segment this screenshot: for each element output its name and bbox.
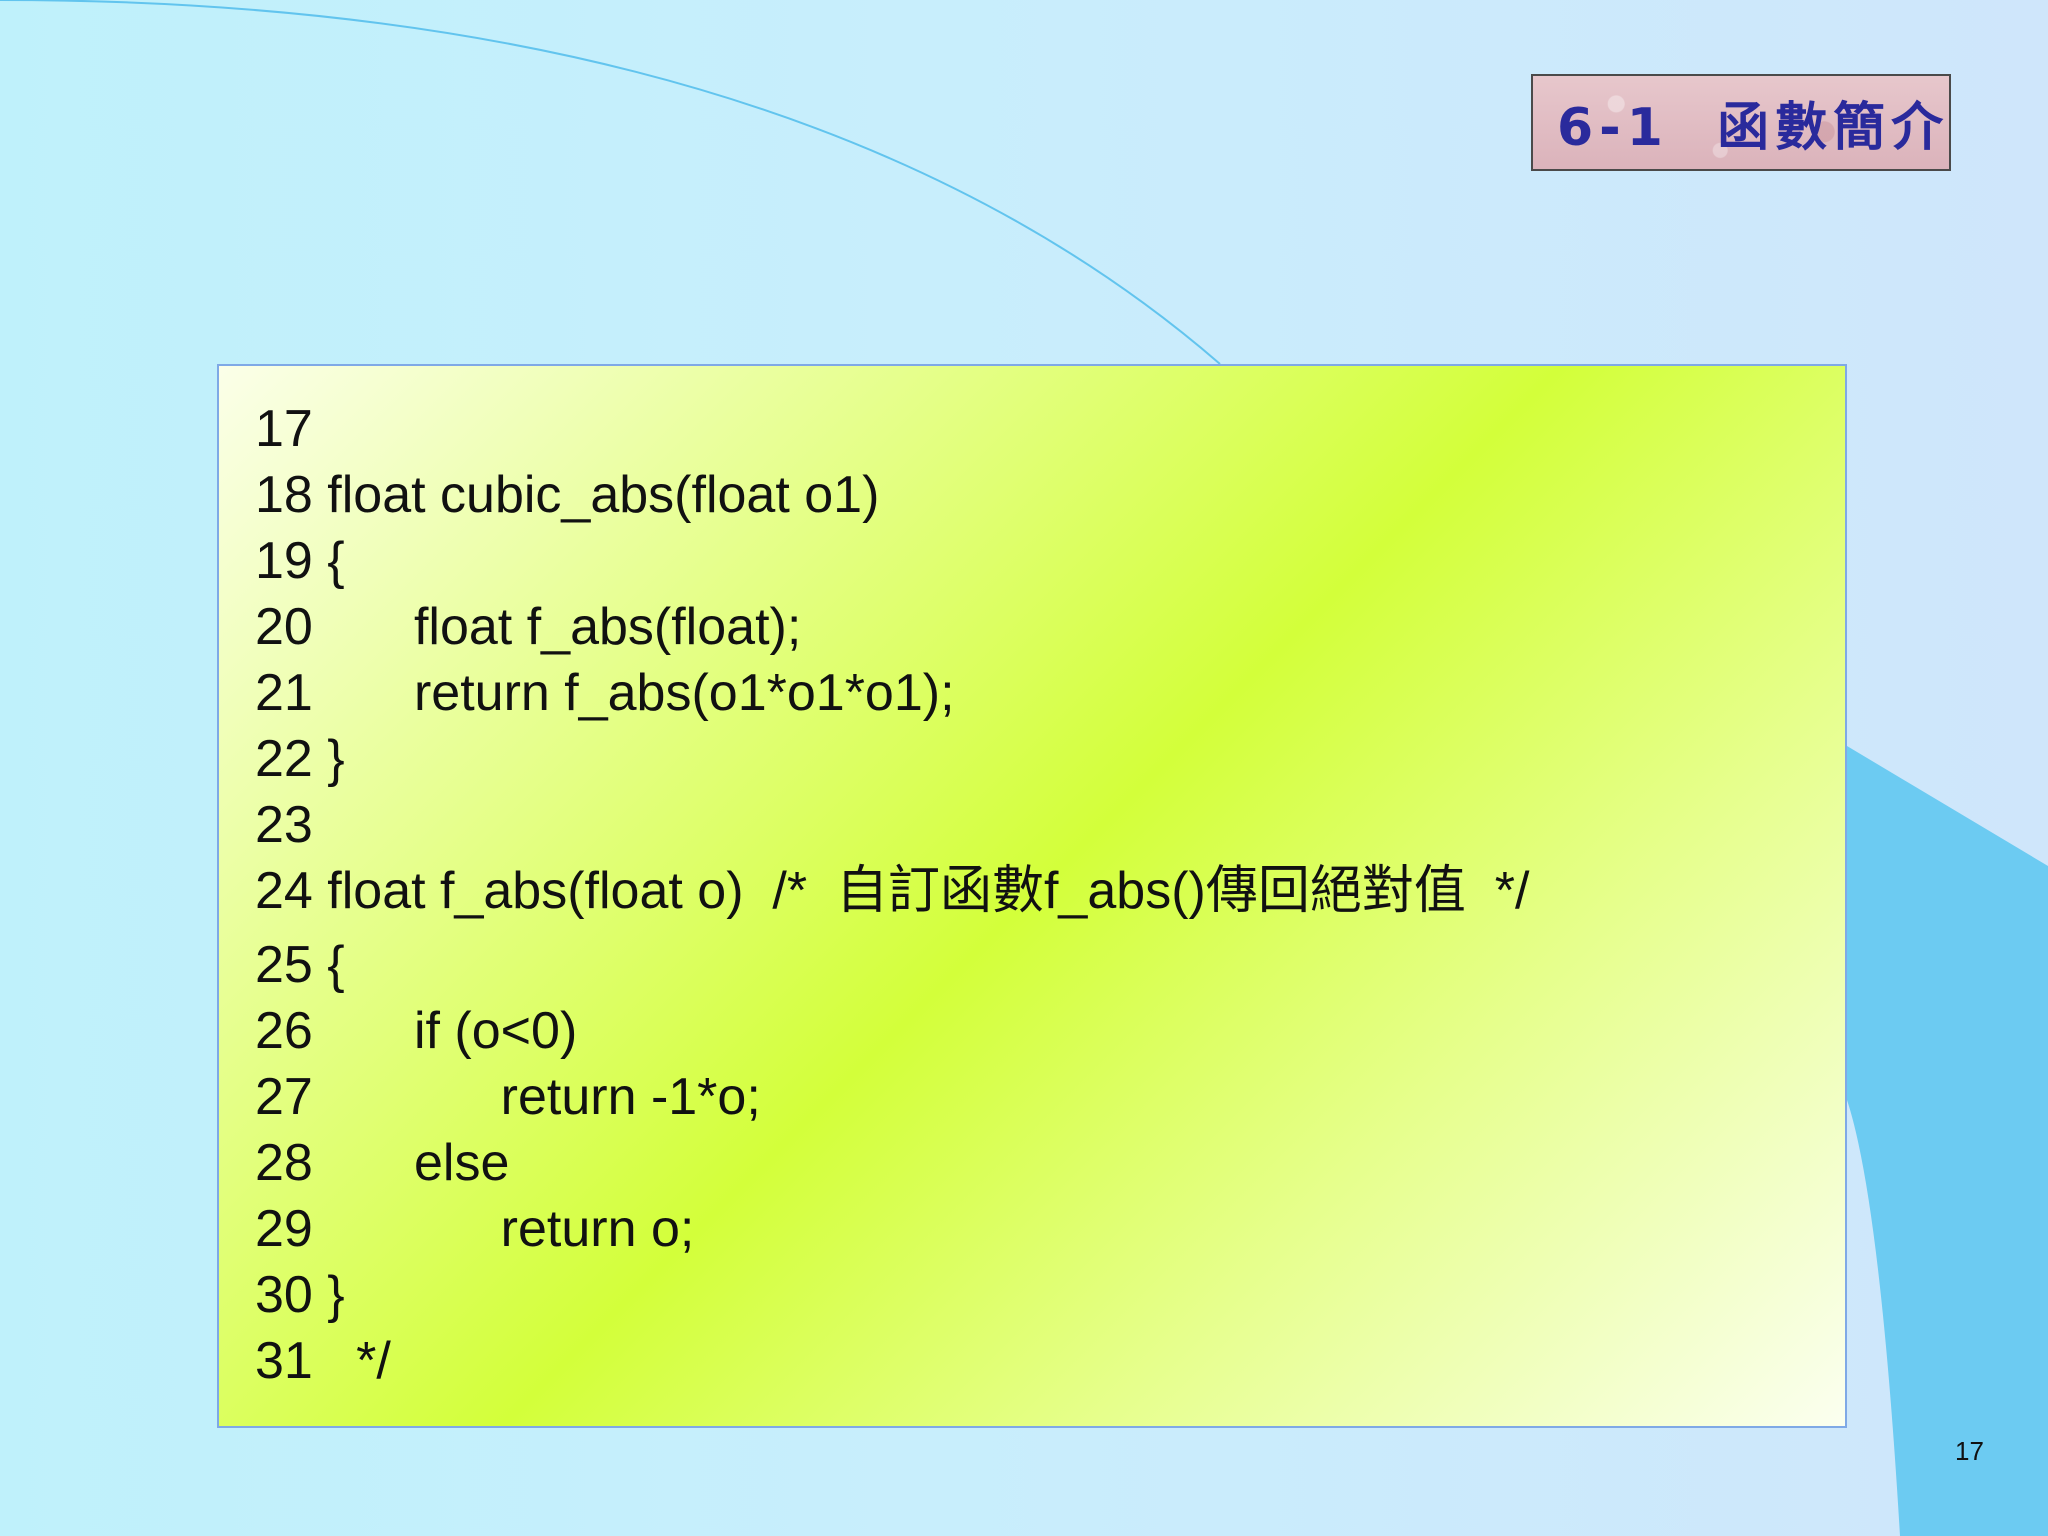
slide-title: 6-1 函數簡介 [1557,98,1950,158]
code-line: 25 { [255,936,345,994]
code-line: 19 { [255,532,345,590]
slide-number: 17 [1955,1436,1984,1466]
code-line: 21 return f_abs(o1*o1*o1); [255,664,955,722]
code-line: 24 float f_abs(float o) /* 自訂函數f_abs()傳回… [255,862,1530,920]
code-line: 30 } [255,1266,345,1324]
code-line: 27 return -1*o; [255,1068,761,1126]
code-listing: 17 18 float cubic_abs(float o1) 19 { 20 … [255,396,1529,1394]
code-line: 28 else [255,1134,510,1192]
slide-title-box: 6-1 函數簡介 [1531,74,1951,171]
code-line: 17 [255,400,313,458]
code-line: 18 float cubic_abs(float o1) [255,466,880,524]
code-panel: 17 18 float cubic_abs(float o1) 19 { 20 … [217,364,1847,1428]
code-line: 26 if (o<0) [255,1002,578,1060]
code-line: 20 float f_abs(float); [255,598,802,656]
code-line: 22 } [255,730,345,788]
code-line: 29 return o; [255,1200,695,1258]
code-line: 23 [255,796,313,854]
code-line: 31 */ [255,1332,391,1390]
